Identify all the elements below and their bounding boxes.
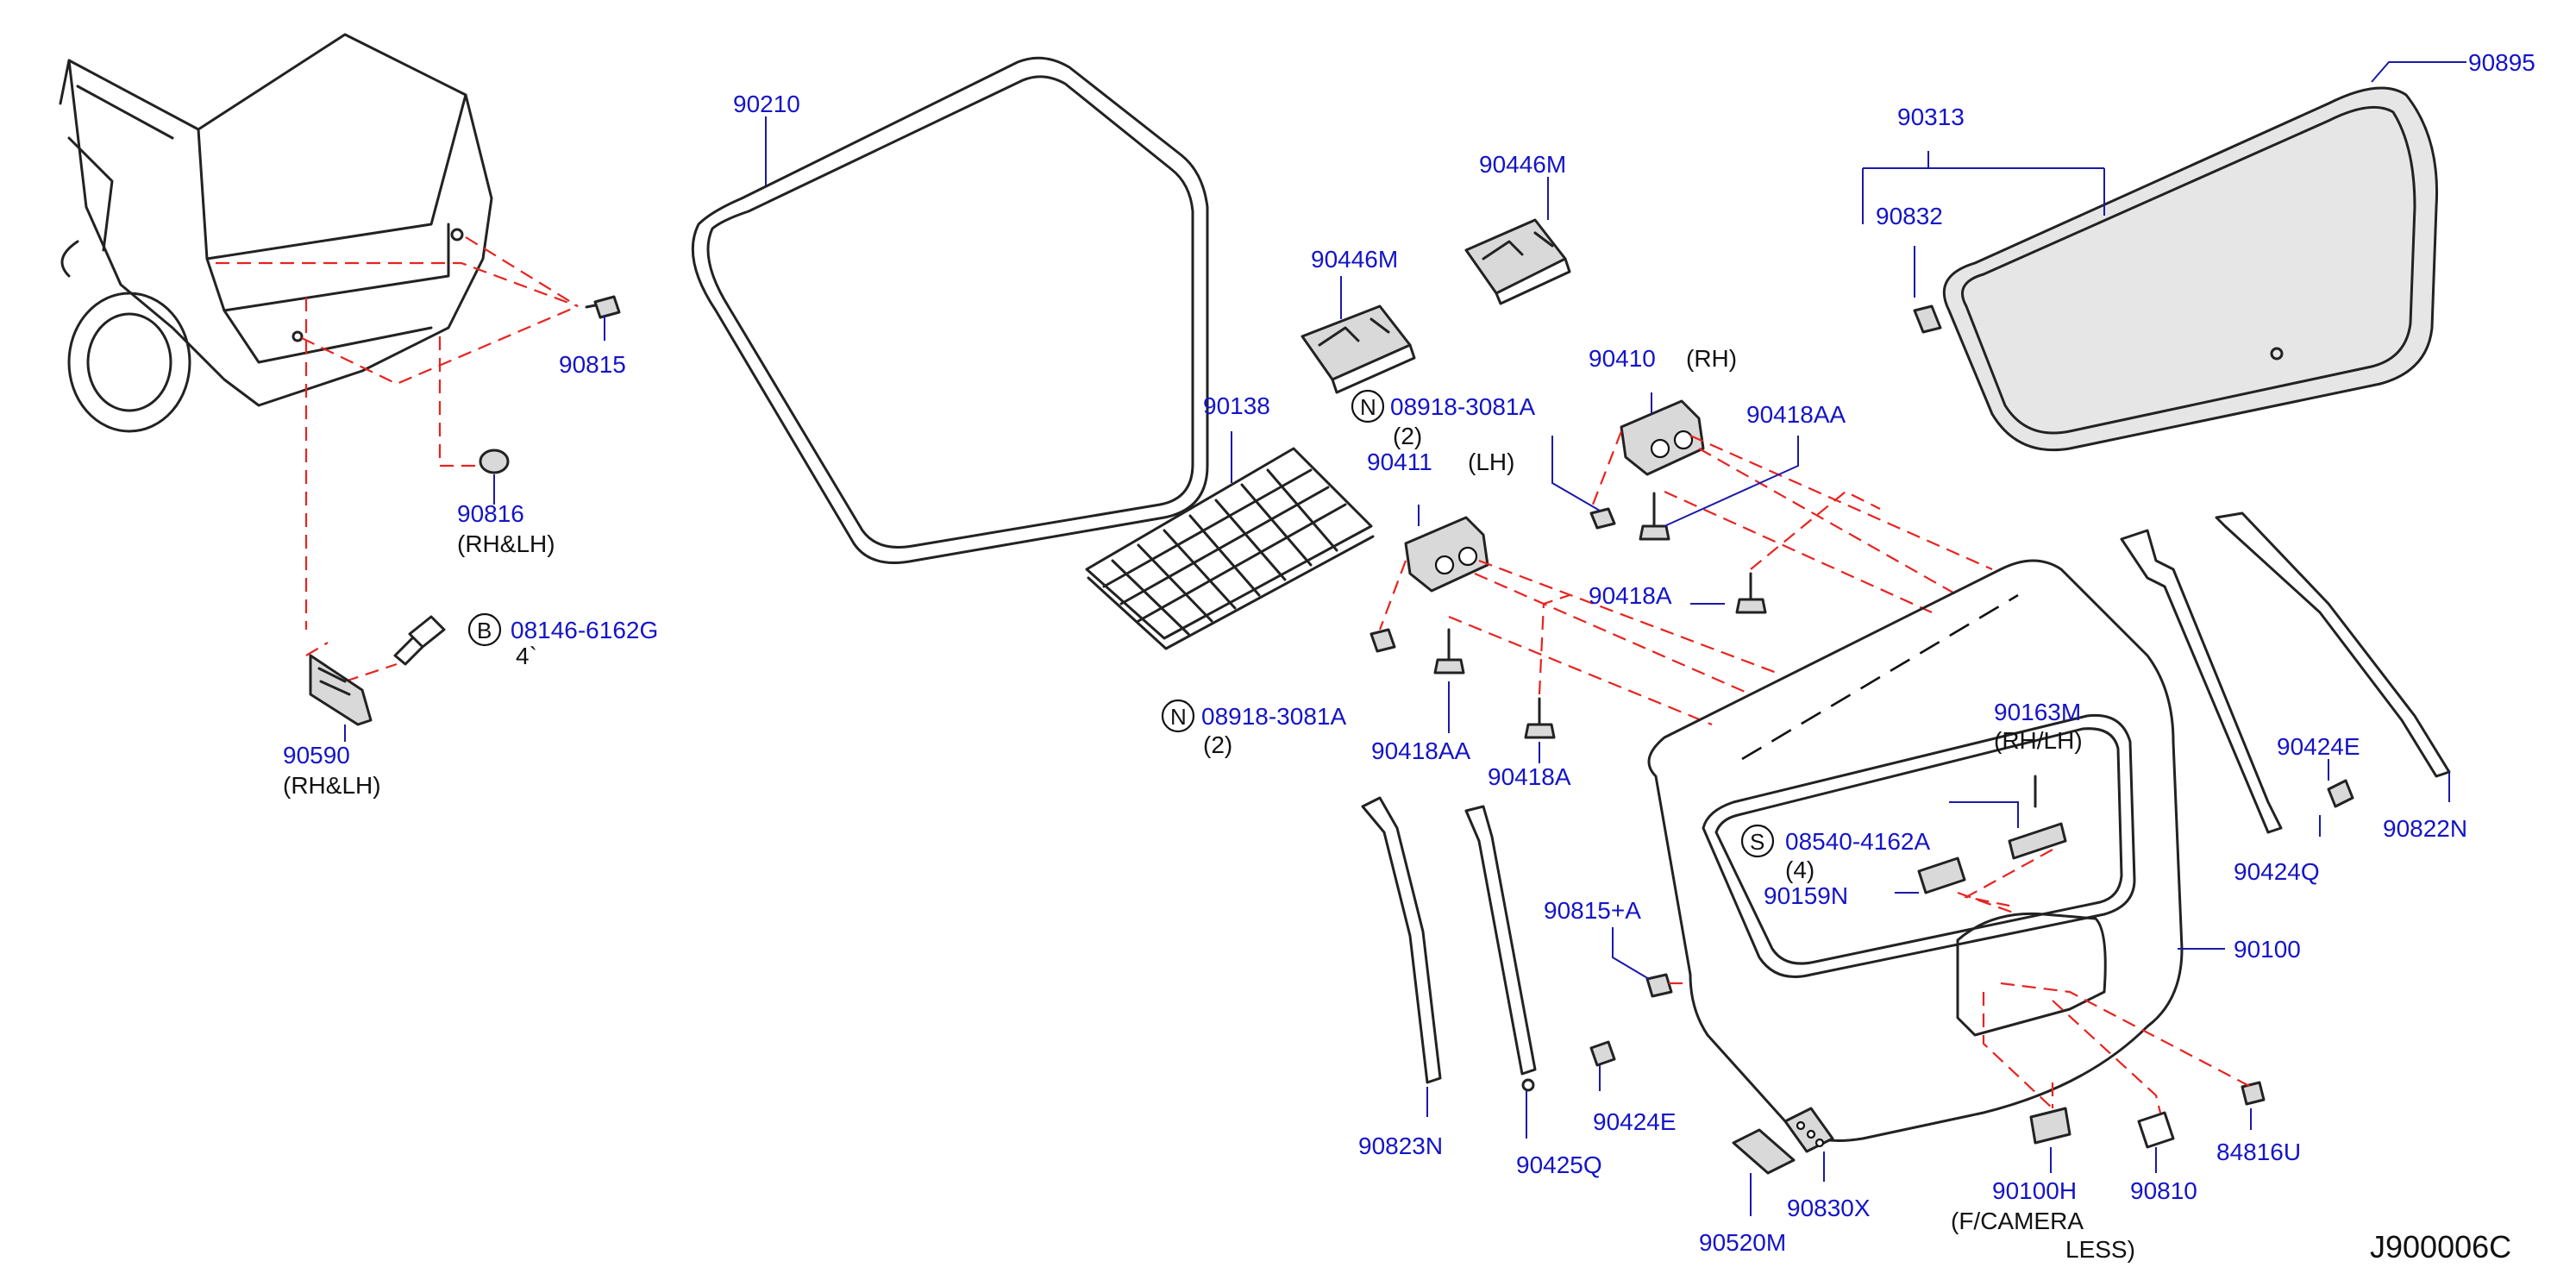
part-90446m-cover-b <box>1464 218 1571 305</box>
part-90822n-molding-rh <box>2215 511 2451 778</box>
fastener-qty: 4` <box>516 643 537 669</box>
fastener-part-number: 08918-3081A <box>1390 393 1535 420</box>
part-90816-cap <box>479 449 510 474</box>
part-90159n-emblem <box>1917 856 1966 894</box>
lower-reference-lines <box>1669 849 2252 1114</box>
callout-90590-note: (RH&LH) <box>283 772 381 799</box>
callout-90418aa-b: 90418AA <box>1371 737 1471 764</box>
callout-90313: 90313 <box>1897 104 1965 130</box>
part-90100h-switch <box>2029 1107 2071 1145</box>
callout-90822n: 90822N <box>2383 815 2467 842</box>
part-90520m-handle <box>1732 1128 1796 1175</box>
symbol-n: N <box>1360 394 1376 420</box>
callout-90424e-lh: 90424E <box>1593 1108 1677 1135</box>
fastener-n-b: N 08918-3081A (2) <box>1161 699 1346 758</box>
callout-90816-note: (RH&LH) <box>457 530 555 557</box>
part-90446m-cover-a <box>1301 304 1416 394</box>
callout-90410: 90410 <box>1589 345 1656 372</box>
symbol-n: N <box>1170 704 1187 730</box>
vehicle-reference-lines <box>216 236 579 683</box>
part-90815-clip <box>585 295 621 319</box>
part-08918-nut-b <box>1369 628 1396 653</box>
part-90411-hinge-lh <box>1404 516 1489 593</box>
callout-90100h: 90100H <box>1992 1177 2077 1204</box>
fastener-s: S 08540-4162A (4) <box>1740 824 1930 883</box>
callout-90832: 90832 <box>1876 203 1943 229</box>
callout-90590: 90590 <box>283 742 350 769</box>
part-90424e-clip-rh <box>2327 779 2354 808</box>
part-90815a-bumper-clip <box>1645 973 1673 998</box>
callout-90424q: 90424Q <box>2234 858 2320 885</box>
callout-90424e-rh: 90424E <box>2277 733 2360 760</box>
part-08146-bolt <box>393 615 446 666</box>
callout-90815: 90815 <box>559 351 626 378</box>
callout-90410-note: (RH) <box>1686 345 1737 372</box>
callout-90411: 90411 <box>1367 449 1432 475</box>
callout-90418aa-a: 90418AA <box>1746 401 1846 428</box>
part-90418a-bolt-a <box>1735 572 1767 614</box>
callout-90520m: 90520M <box>1699 1229 1786 1256</box>
callout-90418a-a: 90418A <box>1589 582 1672 609</box>
hinge-reference-lines <box>1378 430 1993 726</box>
part-90830x-pad <box>1783 1107 1834 1153</box>
part-90410-hinge-rh <box>1620 399 1705 476</box>
fastener-qty: (2) <box>1393 423 1422 449</box>
part-90823n-molding-lh <box>1361 796 1442 1084</box>
part-90418aa-bolt-b <box>1433 628 1465 675</box>
part-90424e-clip-lh <box>1589 1040 1616 1067</box>
callout-90895: 90895 <box>2468 49 2535 76</box>
callout-90816: 90816 <box>457 500 524 527</box>
part-90424q-stay-rh <box>2120 529 2283 834</box>
callout-90446m-a: 90446M <box>1311 246 1398 273</box>
callout-90100h-note-2: LESS) <box>2065 1236 2135 1263</box>
part-08918-nut-a <box>1589 507 1616 530</box>
fastener-b: B 08146-6162G 4` <box>467 612 658 669</box>
symbol-b: B <box>477 618 492 643</box>
part-90210-weatherstrip <box>691 56 1209 564</box>
part-90590-striker <box>309 654 373 726</box>
part-90418aa-bolt-a <box>1639 492 1670 541</box>
part-84816u-label <box>2241 1081 2266 1106</box>
callout-labels: 90210 90446M 90446M 90313 90895 90832 90… <box>283 49 2535 1263</box>
part-90138-trim-cover <box>1085 447 1375 650</box>
callout-90810: 90810 <box>2130 1177 2197 1204</box>
vehicle-rear-illustration <box>59 33 493 433</box>
part-90163m-emblem <box>2008 775 2067 860</box>
leader-lines <box>344 61 2466 1216</box>
callout-90823n: 90823N <box>1358 1133 1443 1159</box>
diagram-code: J900006C <box>2370 1229 2511 1264</box>
part-90425q-stay-lh <box>1464 805 1537 1092</box>
callout-90815a: 90815+A <box>1544 897 1641 924</box>
part-90313-rear-glass <box>1942 86 2439 452</box>
callout-90446m-b: 90446M <box>1479 151 1566 178</box>
callout-90100h-note-1: (F/CAMERA <box>1951 1208 2084 1234</box>
callout-90210: 90210 <box>733 91 800 117</box>
part-90832-spacer <box>1913 304 1942 334</box>
callout-90163m-note: (RH/LH) <box>1994 727 2083 754</box>
callout-90159n: 90159N <box>1764 882 1848 909</box>
part-90810-bracket <box>2137 1111 2175 1149</box>
fastener-part-number: 08918-3081A <box>1201 703 1346 730</box>
fastener-qty: (2) <box>1203 731 1232 758</box>
fastener-qty: (4) <box>1785 856 1814 883</box>
callout-90425q: 90425Q <box>1516 1151 1602 1178</box>
fastener-n-a: N 08918-3081A (2) <box>1351 389 1535 449</box>
callout-84816u: 84816U <box>2216 1139 2301 1165</box>
callout-90418a-b: 90418A <box>1488 763 1571 790</box>
part-90418a-bolt-b <box>1524 697 1556 739</box>
callout-90163m: 90163M <box>1994 699 2081 725</box>
callout-90100: 90100 <box>2234 936 2301 963</box>
callout-90830x: 90830X <box>1787 1195 1871 1221</box>
symbol-s: S <box>1750 829 1764 855</box>
fastener-part-number: 08146-6162G <box>511 617 658 643</box>
callout-90138: 90138 <box>1203 392 1270 419</box>
fastener-part-number: 08540-4162A <box>1785 828 1930 855</box>
callout-90411-note: (LH) <box>1468 449 1514 475</box>
